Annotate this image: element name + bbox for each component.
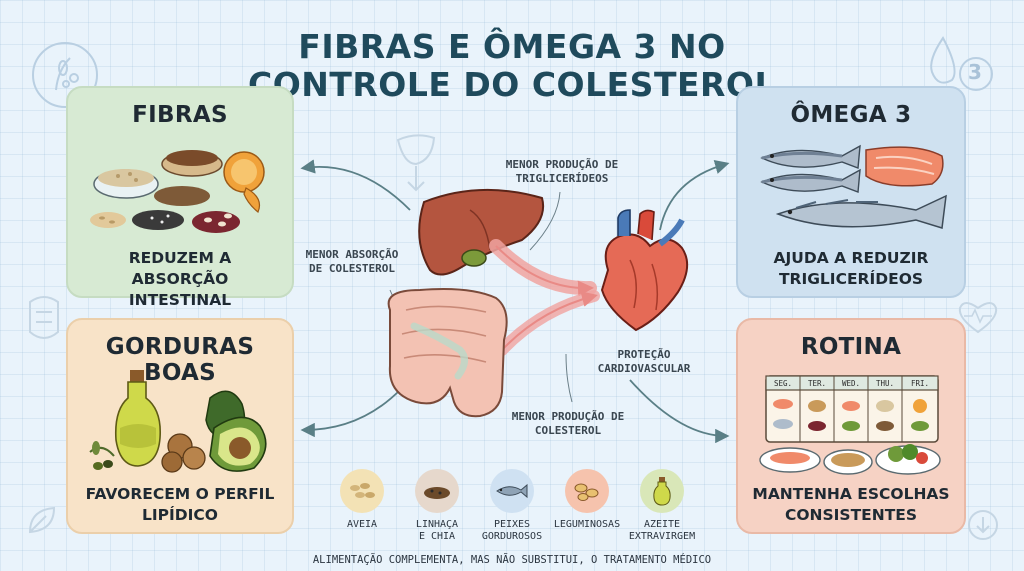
leader-triglycerides [529, 191, 561, 251]
drop-omega-deco-icon [930, 36, 993, 91]
flow-liver-heart [489, 239, 597, 296]
fibras-card: FIBRAS REDUZEM A ABSORÇÃO INTESTINAL [66, 86, 294, 309]
fibras-card-text: REDUZEM A ABSORÇÃO INTESTINAL [128, 249, 232, 309]
day-label-1: TER. [808, 379, 826, 388]
fibras-card-title: FIBRAS [132, 102, 228, 128]
linhaca-label: LINHAÇA E CHIA [415, 519, 459, 542]
omega-card-title: ÔMEGA 3 [790, 102, 912, 128]
leader-cholesterol [565, 353, 573, 403]
page-title: FIBRAS E ÔMEGA 3 NO CONTROLE DO COLESTER… [240, 28, 784, 104]
bottom-item-aveia: AVEIA [321, 469, 403, 531]
linhaca-circle [415, 469, 459, 513]
olive-oil-avocado-illustration [89, 370, 267, 473]
day-label-0: SEG. [774, 379, 792, 388]
heart-deco-icon [958, 302, 998, 334]
arrow-to-fibras [300, 159, 411, 211]
rotina-card-text: MANTENHA ESCOLHAS CONSISTENTES [752, 485, 950, 524]
peixes-circle [490, 469, 534, 513]
central-diagram [300, 159, 730, 444]
fish-salmon-illustration [760, 144, 947, 229]
grain-deco-icon [32, 42, 98, 108]
label-absorption: MENOR ABSORÇÃO DE COLESTEROL [305, 248, 399, 275]
omega-card: ÔMEGA 3 AJUDA A REDUZIR TRIGLICERÍDEOS [736, 86, 966, 298]
intestine-shape [387, 288, 508, 418]
leguminosas-label: LEGUMINOSAS [553, 519, 621, 530]
bottom-item-azeite: AZEITE EXTRAVIRGEM [621, 469, 703, 542]
aveia-label: AVEIA [346, 519, 378, 530]
disclaimer-text: ALIMENTAÇÃO COMPLEMENTA, MAS NÃO SUBSTIT… [312, 554, 712, 566]
bottom-item-peixes: PEIXES GORDUROSOS [471, 469, 553, 542]
bottom-item-linhaca: LINHAÇA E CHIA [396, 469, 478, 542]
leaf-deco-icon [28, 506, 56, 534]
omega-card-text: AJUDA A REDUZIR TRIGLICERÍDEOS [773, 249, 929, 288]
gorduras-card: GORDURAS BOAS FAVORECEM O PERFIL LIPÍDIC… [66, 318, 294, 534]
gorduras-card-text: FAVORECEM O PERFIL LIPÍDICO [85, 485, 275, 524]
day-label-4: FRI. [911, 379, 929, 388]
leguminosas-circle [565, 469, 609, 513]
label-triglycerides: MENOR PRODUÇÃO DE TRIGLICERÍDEOS [505, 158, 619, 185]
rotina-card: ROTINA SEG. TER. WED. THU. FRI. MANTENHA… [736, 318, 966, 534]
arrow-to-gorduras [300, 389, 401, 438]
label-cholesterol: MENOR PRODUÇÃO DE COLESTEROL [511, 410, 625, 437]
peixes-label: PEIXES GORDUROSOS [481, 519, 543, 542]
intestine-deco-icon [29, 296, 59, 339]
omega-number-deco: 3 [968, 60, 982, 84]
grains-bowls-illustration [90, 150, 265, 233]
bottom-item-leguminosas: LEGUMINOSAS [546, 469, 628, 531]
title-line-1: FIBRAS E ÔMEGA 3 NO [298, 27, 726, 66]
azeite-circle [640, 469, 684, 513]
day-label-3: THU. [876, 379, 894, 388]
arrow-to-rotina [629, 379, 730, 444]
download-deco-icon [968, 510, 998, 540]
gorduras-card-title: GORDURAS BOAS [105, 334, 255, 386]
arrow-to-omega [659, 160, 730, 231]
aveia-circle [340, 469, 384, 513]
day-label-2: WED. [842, 379, 860, 388]
heart-shape [600, 233, 689, 332]
weekly-meal-plan-illustration: SEG. TER. WED. THU. FRI. [759, 375, 941, 475]
azeite-label: AZEITE EXTRAVIRGEM [628, 519, 696, 542]
rotina-card-title: ROTINA [800, 334, 902, 360]
title-line-2: CONTROLE DO COLESTEROL [247, 65, 776, 104]
flow-intestine-heart [496, 290, 600, 356]
liver-deco-icon [396, 134, 436, 192]
label-protection: PROTEÇÃO CARDIOVASCULAR [597, 348, 691, 375]
